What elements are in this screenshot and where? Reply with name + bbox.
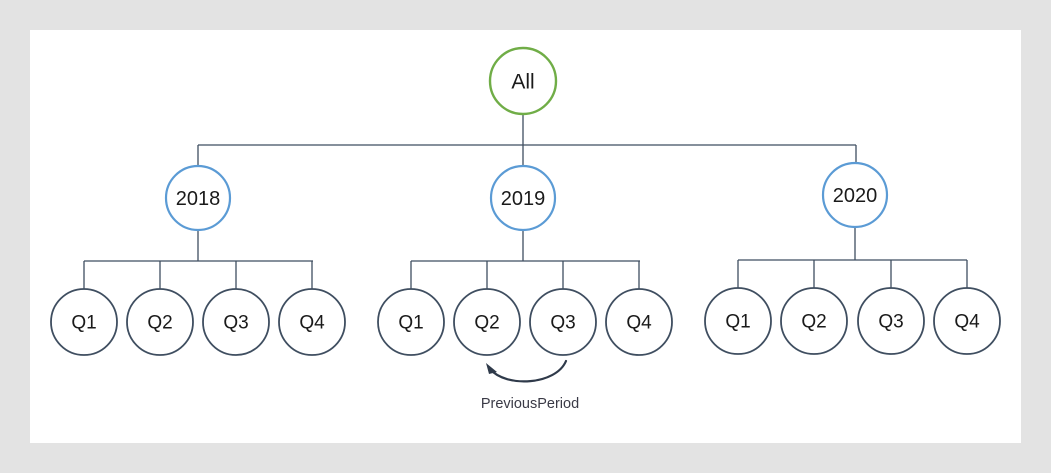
node-year-2018[interactable]: 2018: [164, 164, 232, 232]
connector-group-2018: [83, 230, 313, 289]
node-2018-q2-circle[interactable]: [126, 288, 194, 356]
previous-period-arrow-head-icon: [486, 363, 497, 374]
node-2019-q3-label: Q3: [550, 313, 575, 334]
node-all-circle[interactable]: [488, 46, 558, 116]
node-year-2019-label: 2019: [501, 188, 546, 210]
node-2020-q4[interactable]: Q4: [933, 287, 1001, 355]
node-2019-q4-circle[interactable]: [605, 288, 673, 356]
node-2020-q1[interactable]: Q1: [704, 287, 772, 355]
previous-period-annotation: PreviousPeriod: [481, 359, 579, 412]
node-2020-q3[interactable]: Q3: [857, 287, 925, 355]
node-2019-q1-label: Q1: [398, 313, 423, 334]
node-2018-q3-circle[interactable]: [202, 288, 270, 356]
node-2019-q3-circle[interactable]: [529, 288, 597, 356]
node-year-2018-circle[interactable]: [164, 164, 232, 232]
node-2018-q3[interactable]: Q3: [202, 288, 270, 356]
node-2018-q4[interactable]: Q4: [278, 288, 346, 356]
node-2020-q3-label: Q3: [878, 312, 903, 333]
node-2020-q4-circle[interactable]: [933, 287, 1001, 355]
node-all-label: All: [511, 71, 534, 94]
node-year-2018-label: 2018: [176, 188, 221, 210]
node-2018-q1-label: Q1: [71, 313, 96, 334]
node-year-2020-label: 2020: [833, 185, 878, 207]
node-2019-q1-circle[interactable]: [377, 288, 445, 356]
node-all[interactable]: All: [488, 46, 558, 116]
previous-period-arrow-curve: [488, 359, 568, 383]
node-2018-q1-circle[interactable]: [50, 288, 118, 356]
node-2018-q4-circle[interactable]: [278, 288, 346, 356]
node-2020-q2-circle[interactable]: [780, 287, 848, 355]
node-2018-q1[interactable]: Q1: [50, 288, 118, 356]
previous-period-label: PreviousPeriod: [481, 396, 579, 412]
node-2019-q1[interactable]: Q1: [377, 288, 445, 356]
node-2018-q2-label: Q2: [147, 313, 172, 334]
connector-group-2019: [410, 230, 640, 289]
node-2020-q2-label: Q2: [801, 312, 826, 333]
node-2018-q4-label: Q4: [299, 313, 325, 334]
node-year-2019[interactable]: 2019: [489, 164, 557, 232]
node-2020-q1-label: Q1: [725, 312, 750, 333]
node-2018-q3-label: Q3: [223, 313, 248, 334]
connector-group-root: [197, 114, 857, 166]
node-2020-q4-label: Q4: [954, 312, 980, 333]
node-year-2019-circle[interactable]: [489, 164, 557, 232]
node-2020-q3-circle[interactable]: [857, 287, 925, 355]
node-2019-q2-label: Q2: [474, 313, 499, 334]
node-2019-q4[interactable]: Q4: [605, 288, 673, 356]
node-year-2020-circle[interactable]: [821, 161, 889, 229]
node-2019-q3[interactable]: Q3: [529, 288, 597, 356]
node-2019-q4-label: Q4: [626, 313, 652, 334]
node-2020-q2[interactable]: Q2: [780, 287, 848, 355]
connector-group-2020: [737, 227, 968, 288]
node-2018-q2[interactable]: Q2: [126, 288, 194, 356]
node-2019-q2[interactable]: Q2: [453, 288, 521, 356]
node-2020-q1-circle[interactable]: [704, 287, 772, 355]
node-2019-q2-circle[interactable]: [453, 288, 521, 356]
node-year-2020[interactable]: 2020: [821, 161, 889, 229]
